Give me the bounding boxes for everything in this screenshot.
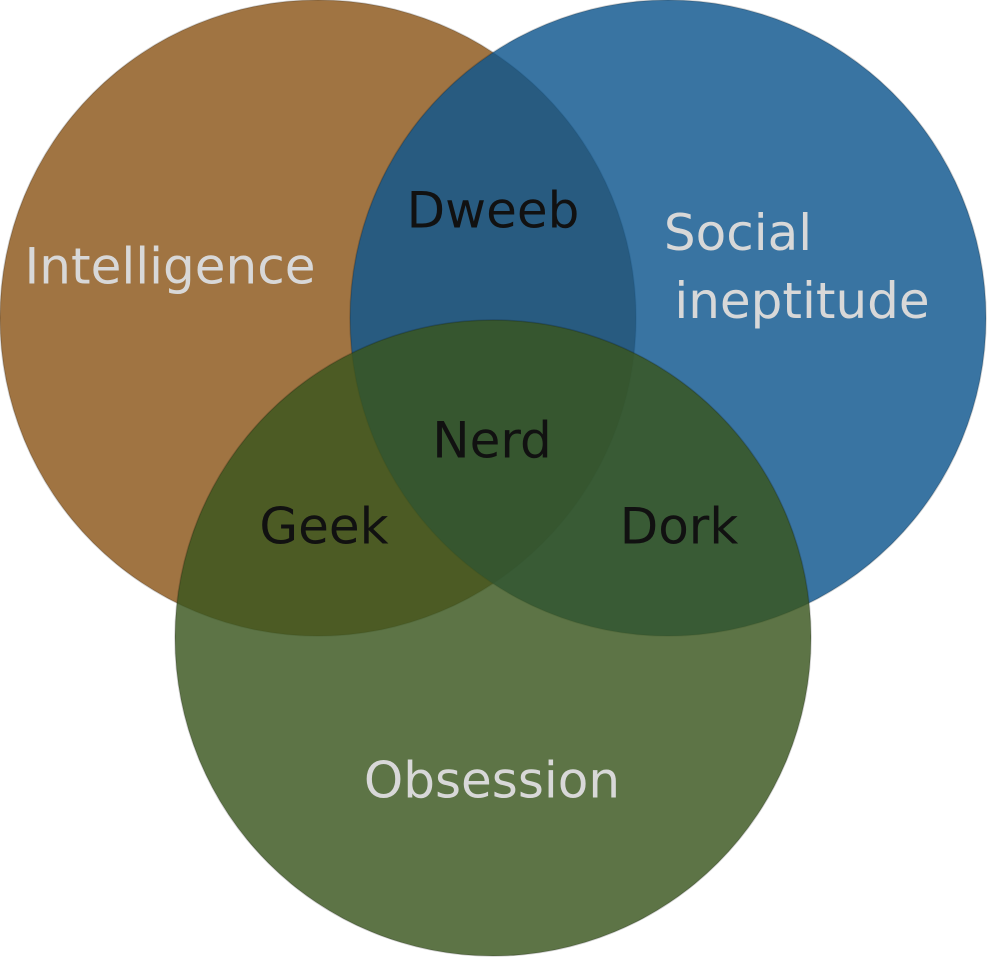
dweeb-label: Dweeb (407, 182, 580, 240)
dork-label: Dork (620, 498, 739, 556)
social-ineptitude-label: Social ineptitude (664, 204, 930, 330)
obsession-label: Obsession (364, 752, 620, 810)
geek-label: Geek (259, 498, 388, 556)
social-ineptitude-label-line-2: ineptitude (674, 272, 929, 330)
intelligence-label: Intelligence (25, 238, 316, 296)
social-ineptitude-label-line-1: Social (664, 204, 812, 262)
obsession-circle (174, 319, 812, 957)
labels-layer: Intelligence Social ineptitude Obsession… (25, 182, 930, 810)
nerd-label: Nerd (432, 412, 552, 470)
